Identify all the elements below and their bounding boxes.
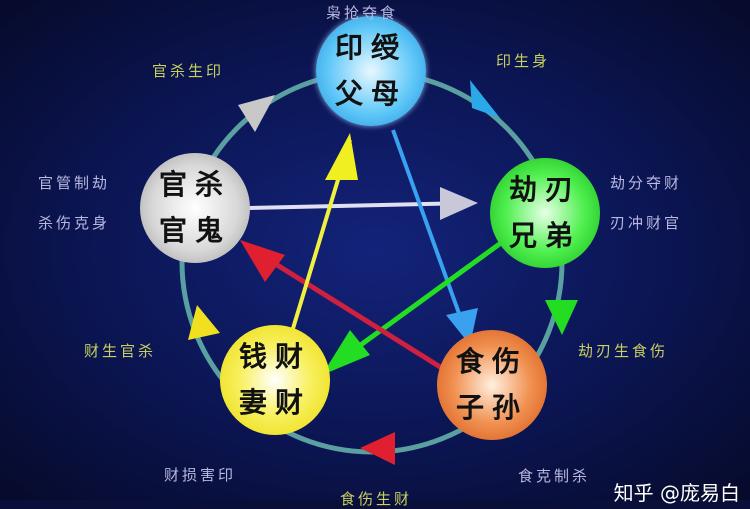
line-top-to-bottom-right xyxy=(391,129,467,331)
node-bottom-right-line2: 子孙 xyxy=(455,391,528,424)
node-right-line2: 兄弟 xyxy=(508,219,581,252)
node-right-line1: 劫刃 xyxy=(508,173,581,206)
node-top-line1: 印绶 xyxy=(334,31,407,64)
label-right-1: 劫分夺财 xyxy=(610,174,683,192)
node-left: 官杀 官鬼 xyxy=(140,153,250,263)
label-bottom-right-side: 劫刃生食伤 xyxy=(578,342,669,360)
line-bottom-right-to-left xyxy=(248,245,447,373)
arrow-right-to-bottom-left xyxy=(322,330,370,375)
arrow-bottom-right-to-bottom-left xyxy=(360,432,395,465)
label-bottom-right: 食克制杀 xyxy=(518,467,591,485)
node-left-line2: 官鬼 xyxy=(158,214,231,247)
node-bottom-right-line1: 食伤 xyxy=(455,345,528,378)
line-right-to-bottom-left xyxy=(338,237,507,363)
label-bottom-center: 食伤生财 xyxy=(340,490,413,508)
node-right: 劫刃 兄弟 xyxy=(490,158,600,268)
label-top-right: 印生身 xyxy=(496,52,551,70)
label-right-2: 刃冲财官 xyxy=(610,214,683,232)
node-top: 印绶 父母 xyxy=(316,16,426,126)
label-top: 枭抢夺食 xyxy=(326,4,399,22)
node-top-line2: 父母 xyxy=(334,77,407,110)
line-left-to-right xyxy=(247,201,471,210)
label-left-2: 杀伤克身 xyxy=(38,214,111,232)
arrow-left-to-top xyxy=(238,95,275,132)
node-bottom-left-line1: 钱财 xyxy=(238,340,311,373)
label-bottom-left: 财损害印 xyxy=(164,466,237,484)
node-left-line1: 官杀 xyxy=(158,168,231,201)
node-bottom-right: 食伤 子孙 xyxy=(437,330,547,440)
node-bottom-left-line2: 妻财 xyxy=(238,386,311,419)
arrow-left-to-right xyxy=(440,187,478,220)
node-bottom-left: 钱财 妻财 xyxy=(220,325,330,435)
label-left-1: 官管制劫 xyxy=(38,174,111,192)
watermark: 知乎 @庞易白 xyxy=(613,481,740,505)
arrow-top-to-right xyxy=(470,80,500,118)
arrow-bottom-right-to-left xyxy=(240,240,285,282)
arrow-right-to-bottom-right xyxy=(545,300,578,335)
arrow-bottom-left-to-top xyxy=(325,133,358,180)
label-top-left: 官杀生印 xyxy=(152,62,225,80)
arrow-bottom-left-to-left xyxy=(188,305,220,340)
label-bottom-left-side: 财生官杀 xyxy=(84,342,157,360)
